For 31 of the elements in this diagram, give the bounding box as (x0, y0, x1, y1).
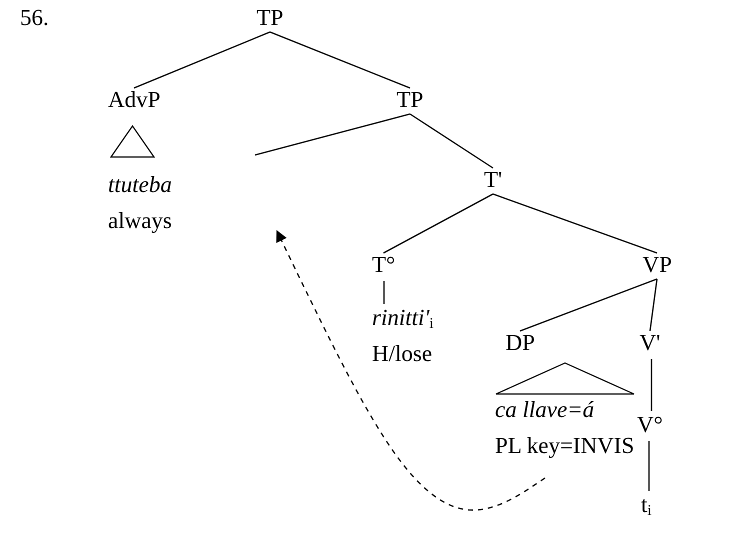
tree-branch (134, 31, 270, 89)
node-label: V' (640, 325, 660, 361)
gloss: H/lose (372, 340, 434, 368)
tree-branch (410, 113, 494, 169)
tree-branch (520, 278, 658, 332)
word-form: ttuteba (108, 171, 172, 199)
node-label: V° (637, 407, 663, 443)
node-label: DP (506, 325, 535, 361)
tree-branch (492, 193, 658, 254)
movement-arrow (276, 230, 546, 511)
tree-branch (383, 281, 385, 304)
gloss: PL key=INVIS (495, 432, 634, 460)
node-label: T' (484, 162, 502, 198)
tree-branch (383, 193, 494, 254)
tree-branch (649, 278, 658, 332)
example-number: 56. (20, 4, 49, 32)
word-form: ca llave=á (495, 396, 596, 424)
node-label: T° (372, 247, 396, 283)
node-label: TP (396, 82, 424, 118)
gloss: always (108, 207, 172, 235)
tree-branch (648, 441, 650, 491)
node-label: t$_{i}$ (641, 487, 652, 523)
node-label: AdvP (108, 82, 160, 118)
roof-triangle (495, 362, 635, 395)
node-label: TP (256, 0, 284, 36)
roof-triangle (110, 125, 155, 158)
word-form: rinitti'$_{i}$ (372, 304, 434, 334)
tree-branch (270, 31, 410, 89)
node-label: VP (642, 247, 672, 283)
tree-branch (254, 113, 410, 156)
tree-branch (650, 359, 652, 411)
